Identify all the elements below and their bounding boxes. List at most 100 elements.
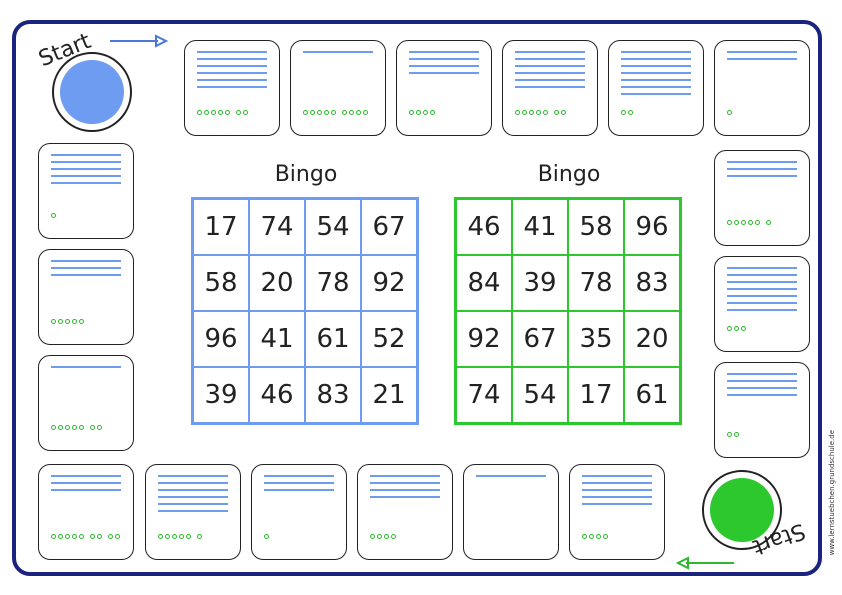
task-card-12[interactable] (357, 464, 453, 560)
text-line (409, 58, 479, 60)
text-line (515, 79, 585, 81)
bingo-right-cell[interactable]: 96 (624, 199, 680, 255)
task-card-1[interactable] (184, 40, 280, 136)
dot-icon (766, 220, 771, 225)
bingo-left-cell[interactable]: 83 (305, 367, 361, 423)
text-line (727, 295, 797, 297)
dot-icon (349, 110, 354, 115)
text-line (197, 58, 267, 60)
bingo-left-cell[interactable]: 20 (249, 255, 305, 311)
credit-text: www.lernstuebchen.grundschule.de (828, 430, 836, 556)
dot-icon (377, 534, 382, 539)
dot-icon (79, 425, 84, 430)
task-card-3[interactable] (396, 40, 492, 136)
bingo-right-cell[interactable]: 39 (512, 255, 568, 311)
bingo-right-cell[interactable]: 20 (624, 311, 680, 367)
bingo-right-cell[interactable]: 41 (512, 199, 568, 255)
dot-row (51, 213, 58, 218)
dot-icon (97, 425, 102, 430)
bingo-left-cell[interactable]: 74 (249, 199, 305, 255)
bingo-left-cell[interactable]: 78 (305, 255, 361, 311)
dot-icon (536, 110, 541, 115)
bingo-right-cell[interactable]: 54 (512, 367, 568, 423)
dot-icon (748, 220, 753, 225)
dot-row (51, 425, 104, 430)
task-card-6[interactable] (714, 40, 810, 136)
bingo-right-cell[interactable]: 84 (456, 255, 512, 311)
task-card-15[interactable] (38, 464, 134, 560)
bingo-left-cell[interactable]: 46 (249, 367, 305, 423)
bingo-right-cell[interactable]: 35 (568, 311, 624, 367)
bingo-left-cell[interactable]: 61 (305, 311, 361, 367)
text-line (621, 93, 691, 95)
text-line (727, 373, 797, 375)
text-line (197, 86, 267, 88)
text-line (409, 65, 479, 67)
text-line (51, 175, 121, 177)
text-lines (515, 51, 585, 93)
dot-icon (186, 534, 191, 539)
text-line (727, 58, 797, 60)
bingo-left-cell[interactable]: 67 (361, 199, 417, 255)
text-line (515, 72, 585, 74)
dot-icon (303, 110, 308, 115)
text-lines (476, 475, 546, 482)
text-lines (197, 51, 267, 93)
bingo-left-cell[interactable]: 96 (193, 311, 249, 367)
task-card-14[interactable] (145, 464, 241, 560)
text-line (158, 475, 228, 477)
text-line (582, 503, 652, 505)
text-line (727, 161, 797, 163)
dot-icon (589, 534, 594, 539)
task-card-18[interactable] (38, 143, 134, 239)
bingo-right-cell[interactable]: 46 (456, 199, 512, 255)
bingo-right-cell[interactable]: 61 (624, 367, 680, 423)
text-line (621, 72, 691, 74)
bingo-left-cell[interactable]: 54 (305, 199, 361, 255)
bingo-title-left: Bingo (274, 162, 338, 187)
bingo-left-cell[interactable]: 52 (361, 311, 417, 367)
bingo-right-cell[interactable]: 74 (456, 367, 512, 423)
dot-icon (225, 110, 230, 115)
text-line (158, 496, 228, 498)
dot-icon (755, 220, 760, 225)
task-card-7[interactable] (714, 150, 810, 246)
bingo-left-cell[interactable]: 92 (361, 255, 417, 311)
task-card-13[interactable] (251, 464, 347, 560)
dot-icon (310, 110, 315, 115)
dot-row (51, 319, 86, 324)
task-card-8[interactable] (714, 256, 810, 352)
dot-icon (734, 220, 739, 225)
bingo-right-cell[interactable]: 58 (568, 199, 624, 255)
task-card-17[interactable] (38, 249, 134, 345)
task-card-5[interactable] (608, 40, 704, 136)
dot-icon (90, 534, 95, 539)
dot-icon (603, 534, 608, 539)
text-line (409, 72, 479, 74)
task-card-11[interactable] (463, 464, 559, 560)
start-token-green[interactable] (702, 470, 782, 550)
task-card-10[interactable] (569, 464, 665, 560)
task-card-4[interactable] (502, 40, 598, 136)
bingo-left-cell[interactable]: 39 (193, 367, 249, 423)
bingo-right-cell[interactable]: 78 (568, 255, 624, 311)
bingo-left-cell[interactable]: 58 (193, 255, 249, 311)
bingo-left-cell[interactable]: 41 (249, 311, 305, 367)
task-card-9[interactable] (714, 362, 810, 458)
bingo-right-cell[interactable]: 92 (456, 311, 512, 367)
task-card-2[interactable] (290, 40, 386, 136)
bingo-right-cell[interactable]: 17 (568, 367, 624, 423)
bingo-right-cell[interactable]: 67 (512, 311, 568, 367)
bingo-right-cell[interactable]: 83 (624, 255, 680, 311)
text-line (197, 79, 267, 81)
text-line (727, 168, 797, 170)
text-lines (370, 475, 440, 503)
text-line (158, 510, 228, 512)
task-card-16[interactable] (38, 355, 134, 451)
dot-icon (515, 110, 520, 115)
start-token-blue[interactable] (52, 52, 132, 132)
text-line (621, 58, 691, 60)
text-line (51, 168, 121, 170)
bingo-left-cell[interactable]: 21 (361, 367, 417, 423)
bingo-left-cell[interactable]: 17 (193, 199, 249, 255)
